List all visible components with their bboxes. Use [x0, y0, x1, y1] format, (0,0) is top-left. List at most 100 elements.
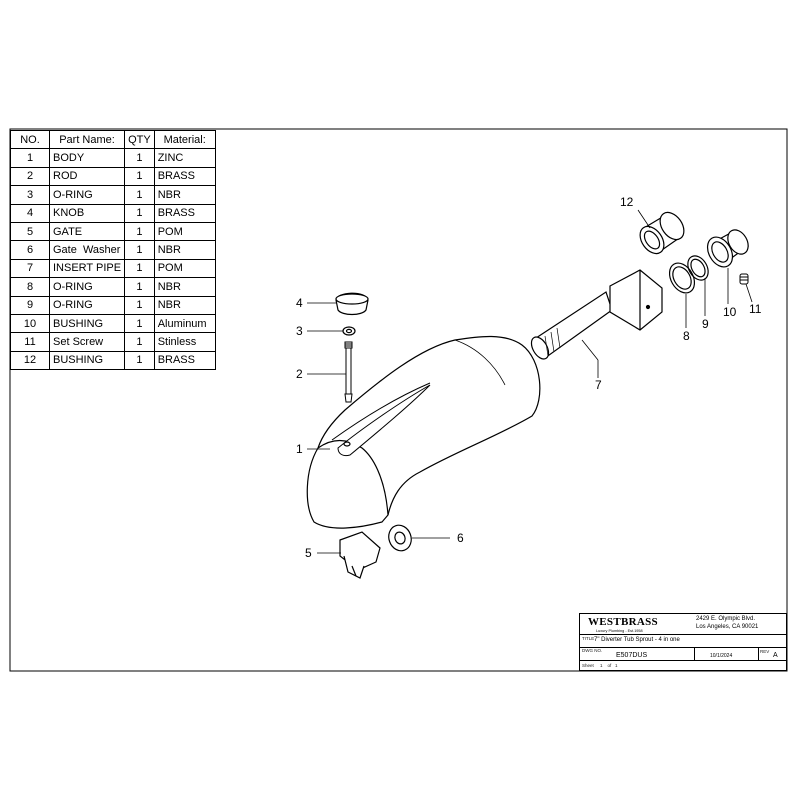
callout-2: 2 [296, 367, 303, 381]
part-qty: 1 [124, 203, 155, 223]
part-number: 2 [10, 166, 50, 187]
part-name: O-RING [48, 277, 126, 297]
oring-8-part [668, 262, 696, 294]
part-number: 9 [10, 295, 50, 315]
part-material: NBR [153, 185, 216, 205]
title-block: WESTBRASS Luxury Plumbing - Est.1958 242… [579, 613, 787, 671]
part-material: BRASS [153, 166, 216, 187]
part-name: BUSHING [48, 350, 126, 371]
part-material: BRASS [153, 203, 216, 223]
header-part-name: Part Name: [48, 129, 126, 150]
part-qty: 1 [124, 350, 155, 371]
bushing-10-part [706, 229, 749, 268]
part-qty: 1 [124, 240, 155, 260]
part-material: Stinless [153, 332, 216, 352]
rev-label: REV [760, 649, 770, 654]
part-qty: 1 [124, 277, 155, 297]
sheet-row: Sheet 1 of 1 [580, 660, 786, 668]
header-material: Material: [153, 129, 216, 150]
part-number: 1 [10, 148, 50, 168]
part-qty: 1 [124, 185, 155, 205]
part-number: 8 [10, 277, 50, 297]
dwg-label: DWG NO. [582, 648, 603, 653]
header-no: NO. [10, 129, 50, 150]
part-name: O-RING [48, 185, 126, 205]
drawing-title: 7" Diverter Tub Sprout - 4 in one [594, 637, 680, 643]
gate-washer-part [388, 524, 412, 552]
part-qty: 1 [124, 295, 155, 315]
bushing-12-part [639, 211, 685, 255]
oring-9-part [687, 255, 709, 281]
leader-lines [307, 209, 753, 554]
part-number: 4 [10, 203, 50, 223]
part-number: 3 [10, 185, 50, 205]
part-name: ROD [48, 166, 126, 187]
part-qty: 1 [124, 313, 155, 334]
callout-9: 9 [702, 317, 709, 331]
sheet-value: 1 of 1 [600, 663, 618, 668]
part-material: POM [153, 221, 216, 242]
part-number: 11 [10, 332, 50, 352]
part-material: POM [153, 258, 216, 279]
part-qty: 1 [124, 221, 155, 242]
body-part [306, 335, 541, 529]
part-material: ZINC [153, 148, 216, 168]
callout-10: 10 [723, 305, 737, 319]
gate-part [339, 531, 381, 579]
company-tagline: Luxury Plumbing - Est.1958 [596, 629, 643, 633]
callout-6: 6 [457, 531, 464, 545]
part-qty: 1 [124, 258, 155, 279]
callout-12: 12 [620, 195, 634, 209]
part-name: BODY [48, 148, 126, 168]
part-material: NBR [153, 277, 216, 297]
callout-11: 11 [749, 302, 762, 316]
callout-4: 4 [296, 296, 303, 310]
part-name: KNOB [48, 203, 126, 223]
part-name: Gate Washer [48, 240, 126, 260]
part-material: BRASS [153, 350, 216, 371]
part-number: 5 [10, 221, 50, 242]
part-material: NBR [153, 295, 216, 315]
dwg-number: E507DUS [616, 652, 648, 659]
knob-part [335, 292, 369, 316]
part-name: Set Screw [48, 332, 126, 352]
set-screw-part [739, 273, 749, 285]
callout-1: 1 [296, 442, 303, 456]
oring-small-part [342, 326, 356, 336]
part-number: 6 [10, 240, 50, 260]
callout-3: 3 [296, 324, 303, 338]
header-qty: QTY [124, 129, 155, 150]
part-material: Aluminum [153, 313, 216, 334]
rev-value: A [773, 652, 778, 659]
rod-part [344, 341, 353, 403]
insert-pipe-part [530, 269, 663, 360]
callout-7: 7 [595, 378, 602, 392]
part-name: O-RING [48, 295, 126, 315]
drawing-border [9, 128, 788, 672]
part-material: NBR [153, 240, 216, 260]
part-number: 12 [10, 350, 50, 371]
callout-8: 8 [683, 329, 690, 343]
company-address-line2: Los Angeles, CA 90021 [696, 624, 759, 630]
part-qty: 1 [124, 166, 155, 187]
company-logo: WESTBRASS [588, 616, 658, 628]
parts-table-header: NO. Part Name: QTY Material: [10, 129, 216, 150]
part-number: 10 [10, 313, 50, 334]
part-qty: 1 [124, 148, 155, 168]
part-name: BUSHING [48, 313, 126, 334]
part-number: 7 [10, 258, 50, 279]
